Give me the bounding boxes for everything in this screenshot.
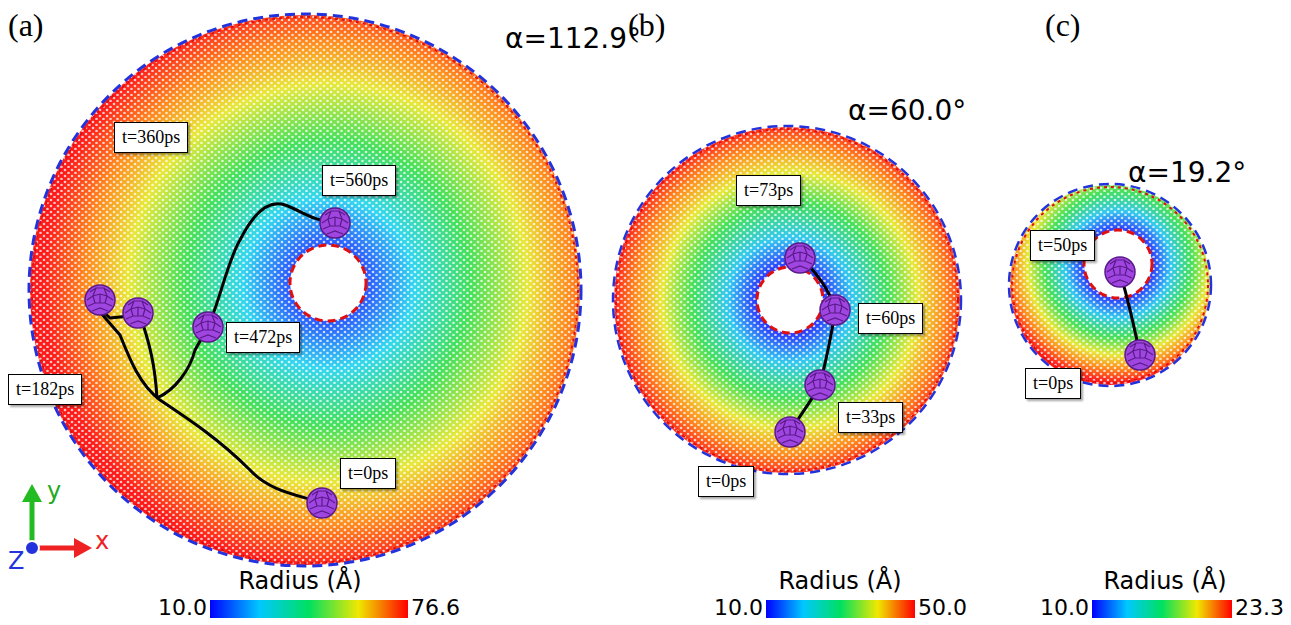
angle-label: α=60.0°: [848, 96, 966, 127]
time-label: t=0ps: [1033, 373, 1073, 393]
time-label: t=560ps: [330, 170, 388, 190]
colorbar-min: 10.0: [158, 596, 207, 620]
time-label-box: t=73ps: [736, 175, 801, 206]
time-label-box: t=472ps: [226, 322, 300, 353]
time-label: t=360ps: [122, 127, 180, 147]
time-label-box: t=33ps: [838, 402, 903, 433]
time-label: t=60ps: [866, 308, 915, 328]
colorbar-min: 10.0: [1040, 596, 1089, 620]
colorbar-max: 76.6: [411, 596, 460, 620]
time-label: t=73ps: [744, 180, 793, 200]
axis-label: y: [47, 478, 61, 504]
time-label: t=50ps: [1038, 235, 1087, 255]
axis-label: Z: [8, 548, 24, 574]
time-label-box: t=50ps: [1030, 230, 1095, 261]
time-label: t=33ps: [846, 407, 895, 427]
colorbar-title: Radius (Å): [238, 568, 361, 594]
time-label-box: t=0ps: [1025, 368, 1081, 399]
panel-label: (c): [1045, 8, 1081, 43]
time-label-box: t=0ps: [340, 458, 396, 489]
axis-label: x: [95, 528, 109, 554]
time-label-box: t=560ps: [322, 165, 396, 196]
panel-label: (a): [8, 8, 44, 43]
time-label: t=0ps: [348, 463, 388, 483]
time-label-box: t=60ps: [858, 303, 923, 334]
angle-label: α=19.2°: [1128, 158, 1246, 189]
colorbar-max: 23.3: [1235, 596, 1284, 620]
colorbar-title: Radius (Å): [1103, 568, 1226, 594]
time-label-box: t=0ps: [698, 466, 754, 497]
colorbar-max: 50.0: [918, 596, 967, 620]
time-label-box: t=360ps: [114, 122, 188, 153]
time-label: t=182ps: [16, 379, 74, 399]
time-label-box: t=182ps: [8, 374, 82, 405]
colorbar-title: Radius (Å): [778, 568, 901, 594]
time-label: t=0ps: [706, 471, 746, 491]
time-label: t=472ps: [234, 327, 292, 347]
colorbar-min: 10.0: [714, 596, 763, 620]
angle-label: α=112.9°: [505, 24, 641, 55]
